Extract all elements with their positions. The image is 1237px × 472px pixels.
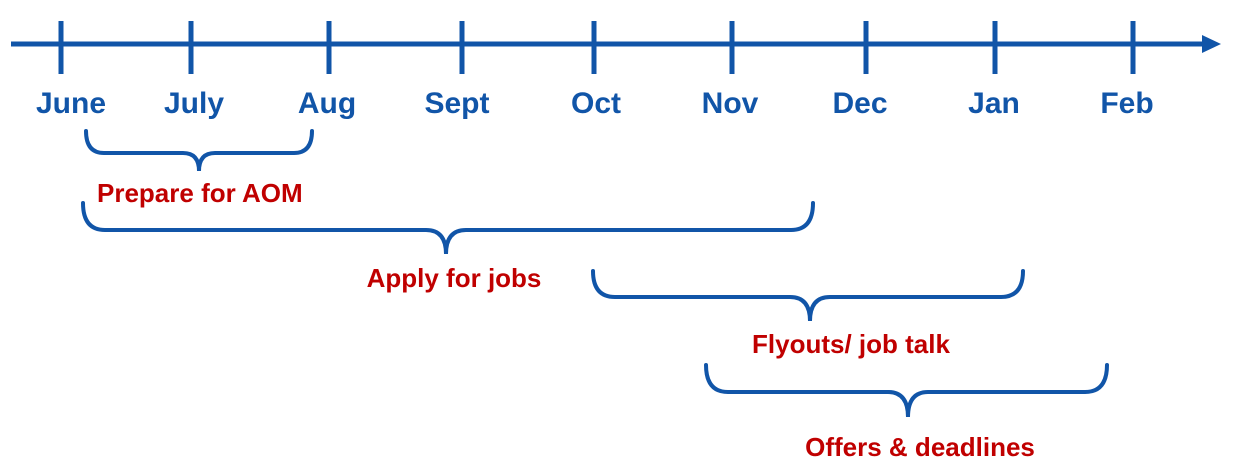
phase-label-offers-deadlines: Offers & deadlines	[805, 432, 1035, 462]
month-label-feb: Feb	[1100, 87, 1154, 120]
phase-label-apply-for-jobs: Apply for jobs	[366, 263, 542, 293]
brace-prepare-for-aom	[84, 129, 314, 172]
brace-offers-deadlines	[704, 363, 1109, 418]
month-label-dec: Dec	[832, 87, 888, 120]
month-label-nov: Nov	[701, 87, 759, 120]
phase-label-flyouts-job-talk: Flyouts/ job talk	[752, 329, 950, 359]
month-label-july: July	[163, 87, 225, 120]
arrowhead-icon	[1202, 35, 1221, 53]
month-label-aug: Aug	[297, 87, 357, 120]
phase-label-prepare-for-aom: Prepare for AOM	[97, 178, 303, 208]
month-label-oct: Oct	[570, 87, 622, 120]
month-label-sept: Sept	[424, 87, 490, 120]
month-label-jan: Jan	[968, 87, 1020, 120]
brace-apply-for-jobs	[81, 201, 815, 255]
month-label-june: June	[35, 87, 107, 120]
brace-flyouts-job-talk	[591, 269, 1025, 322]
